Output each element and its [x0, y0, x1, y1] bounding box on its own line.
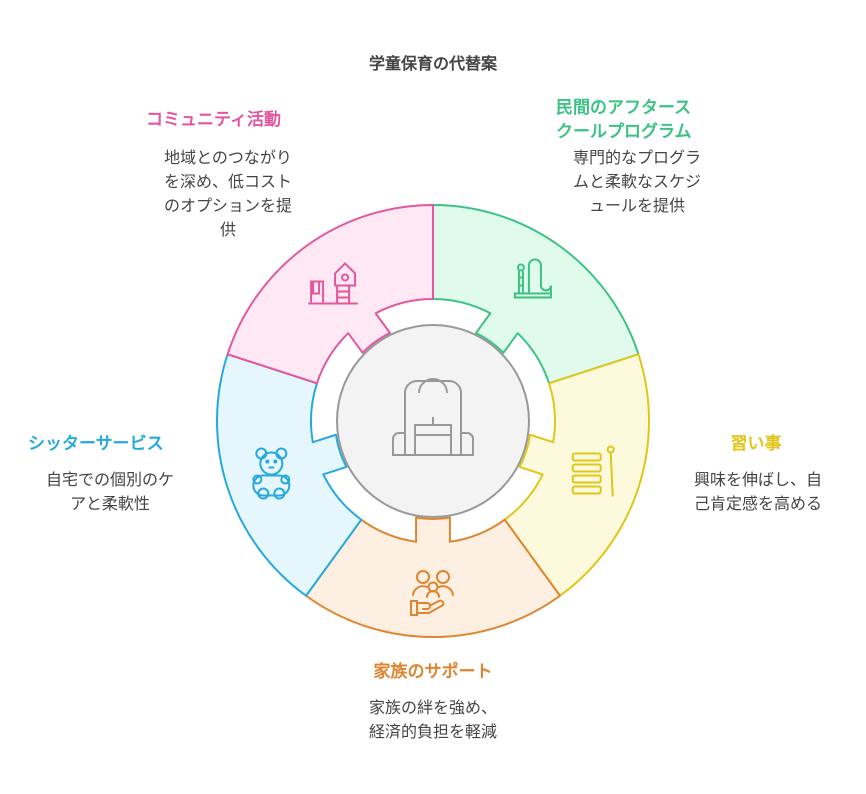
- family-desc: 家族の絆を強め、 経済的負担を軽減: [333, 696, 533, 744]
- lessons-segment: [503, 353, 650, 597]
- afterschool-desc-line: ムと柔軟なスケジ: [572, 172, 701, 191]
- lessons-desc-line: 興味を伸ばし、自: [693, 470, 822, 489]
- community-desc: 地域とのつながり を深め、低コスト のオプションを提 供: [146, 146, 310, 242]
- family-desc-line: 家族の絆を強め、: [368, 698, 497, 717]
- afterschool-title: 民間のアフタース クールプログラム: [556, 96, 692, 144]
- sitter-title: シッターサービス: [28, 434, 164, 454]
- backpack-icon: [392, 378, 474, 456]
- afterschool-desc-line: 専門的なプログラ: [572, 148, 701, 167]
- family-hand-icon: [410, 570, 454, 616]
- playhouse-icon: [308, 262, 359, 305]
- sitter-desc-line: 自宅での個別のケ: [45, 470, 174, 489]
- center-hub: [336, 324, 530, 518]
- playground-slide-icon: [513, 258, 552, 299]
- family-segment-shape: [305, 516, 561, 638]
- community-segment: [226, 204, 434, 385]
- sitter-segment: [216, 353, 363, 597]
- xylophone-icon: [571, 445, 615, 497]
- community-segment-shape: [226, 204, 434, 385]
- afterschool-desc: 専門的なプログラ ムと柔軟なスケジ ュールを提供: [556, 146, 718, 218]
- teddy-bear-icon: [252, 447, 291, 500]
- family-title: 家族のサポート: [373, 662, 493, 682]
- community-title: コミュニティ活動: [146, 110, 281, 130]
- community-desc-line: 地域とのつながり: [164, 148, 292, 167]
- afterschool-title-line: 民間のアフタース: [556, 98, 692, 118]
- community-desc-line: のオプションを提: [163, 196, 292, 215]
- sitter-desc-line: アと柔軟性: [70, 494, 150, 513]
- family-desc-line: 経済的負担を軽減: [368, 722, 497, 741]
- family-segment: [305, 516, 561, 638]
- sitter-segment-shape: [216, 353, 363, 597]
- afterschool-title-line: クールプログラム: [556, 122, 692, 142]
- community-desc-line: 供: [219, 220, 236, 239]
- community-desc-line: を深め、低コスト: [163, 172, 292, 191]
- lessons-desc-line: 己肯定感を高める: [693, 494, 822, 513]
- lessons-desc: 興味を伸ばし、自 己肯定感を高める: [676, 468, 840, 516]
- diagram-title: 学童保育の代替案: [368, 54, 497, 73]
- lessons-title: 習い事: [730, 434, 782, 454]
- afterschool-desc-line: ュールを提供: [588, 196, 685, 215]
- sitter-desc: 自宅での個別のケ アと柔軟性: [28, 468, 192, 516]
